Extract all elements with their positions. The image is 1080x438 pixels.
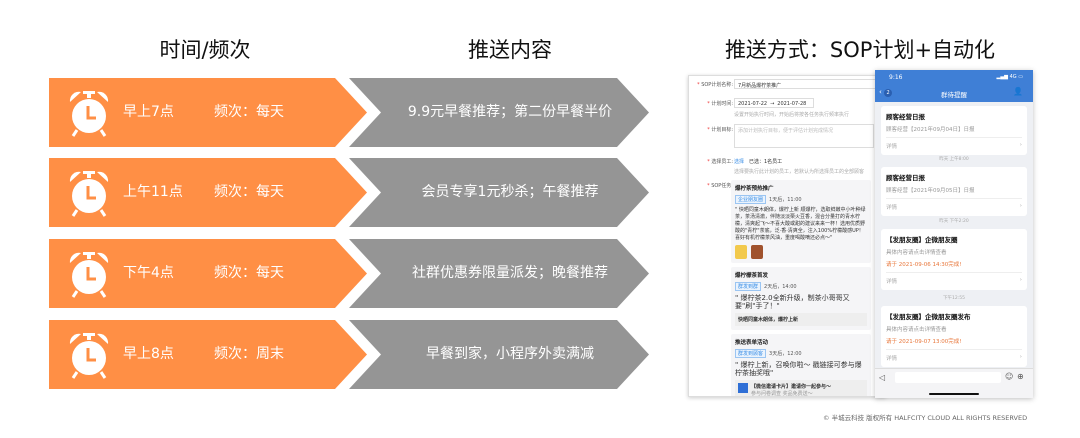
task-text: " 快晒同童木朗体，爆柠上新 顺爆柠，选取鲜嫩中小叶种绿茶，茶汤清澈，伴随淡淡栗… (735, 207, 866, 241)
date-start: 2021-07-22 (738, 101, 768, 107)
link-subtitle: 参与问卷调查 奖品免费送～ (751, 391, 813, 397)
status-time: 9:16 (889, 74, 903, 81)
push-frequency: 频次：每天 (214, 265, 284, 281)
alarm-clock-icon (69, 252, 109, 298)
task-link-card[interactable]: 快晒同童木朗体，爆柠上新 (735, 313, 867, 326)
message-card[interactable]: 顾客经营日报顾客经营【2021年09月04日】日报详情› (881, 106, 1027, 155)
task-title: 爆柠檬茶首发 (735, 273, 769, 279)
push-time: 早上7点 (123, 104, 174, 120)
link-title: 【微信邀请卡片】邀请你一起参与～ (751, 384, 832, 390)
user-icon[interactable]: 👤 (1013, 87, 1023, 96)
date-separator: → (770, 101, 775, 107)
mini-program-icon (738, 383, 748, 393)
task-link-card[interactable]: 【微信邀请卡片】邀请你一起参与～ 参与问卷调查 奖品免费送～ (735, 380, 867, 397)
chat-input-bar: ◁ ☺ ⊕ (875, 368, 1033, 398)
message-card[interactable]: 【发朋友圈】企微朋友圈具体内容请点击详情查看请于 2021-09-06 14:3… (881, 229, 1027, 290)
push-time: 上午11点 (123, 184, 183, 200)
task-time: 2天后，14:00 (764, 284, 797, 290)
plan-time-hint: 设置开始执行时间，开始后将按各任务执行频率执行 (734, 112, 850, 118)
push-time: 下午4点 (123, 265, 174, 281)
push-frequency: 频次：每天 (214, 104, 284, 120)
content-arrow (349, 320, 649, 389)
task-title: 爆柠茶预热推广 (735, 186, 774, 192)
phone-title: 群待提醒 (941, 91, 967, 99)
message-input[interactable] (895, 372, 1001, 383)
schedule-row: 早上7点 频次：每天 9.9元早餐推荐；第二份早餐半价 (49, 78, 649, 147)
status-signal: ▂▄▆ 4G ▭ (996, 74, 1023, 80)
push-time: 早上8点 (123, 346, 174, 362)
plan-time-label: 计划时间: (695, 100, 733, 107)
push-frequency: 频次：每天 (214, 184, 284, 200)
task-title: 推送表单活动 (735, 340, 769, 346)
task-tag: 企业朋友圈 (735, 195, 767, 204)
task-images (735, 245, 867, 259)
alarm-clock-icon (69, 91, 109, 137)
schedule-row: 下午4点 频次：每天 社群优惠券限量派发；晚餐推荐 (49, 239, 649, 308)
header-time: 时间/频次 (159, 38, 251, 62)
content-arrow (349, 78, 649, 147)
phone-header: 9:16 ▂▄▆ 4G ▭ ‹ 2 群待提醒 👤 (875, 70, 1033, 102)
staff-select-link[interactable]: 选择 (734, 159, 745, 165)
message-card[interactable]: 【发朋友圈】企微朋友圈发布具体内容请点击详情查看请于 2021-09-07 13… (881, 306, 1027, 367)
push-content: 社群优惠券限量派发；晚餐推荐 (412, 265, 608, 281)
chevron-right-icon: › (1019, 277, 1022, 283)
back-button[interactable]: ‹ 2 (879, 88, 893, 97)
push-content: 会员专享1元秒杀；午餐推荐 (421, 184, 599, 200)
voice-icon[interactable]: ◁ (879, 373, 886, 382)
message-timestamp: 昨天 下午2:20 (939, 219, 969, 224)
plan-goal-input[interactable]: 添加计划执行目标，便于评估计划完成情况 (734, 124, 874, 148)
sop-task-label: SOP任务: (695, 182, 733, 189)
message-timestamp: 昨天 上午8:00 (939, 157, 969, 162)
emoji-icon[interactable]: ☺ (1005, 372, 1014, 381)
task-text: " 爆柠上新，召唤你啦～ 戳链接可参与爆柠茶抽奖哦" (735, 361, 862, 377)
plan-goal-label: 计划目标: (695, 126, 733, 133)
task-time: 3天后，12:00 (769, 351, 802, 357)
staff-selected: 已选：1名员工 (749, 159, 783, 165)
home-indicator (929, 393, 979, 395)
chevron-right-icon: › (1019, 203, 1022, 209)
sop-plan-form: SOP计划名称: 7月新品爆柠茶推广 计划时间: 2021-07-22→2021… (688, 75, 886, 397)
staff-label: 选择员工: (695, 158, 733, 165)
message-card[interactable]: 顾客经营日报顾客经营【2021年09月05日】日报详情› (881, 167, 1027, 216)
push-content: 9.9元早餐推荐；第二份早餐半价 (407, 104, 613, 120)
phone-reminder-screen: 9:16 ▂▄▆ 4G ▭ ‹ 2 群待提醒 👤 顾客经营日报顾客经营【2021… (875, 70, 1033, 398)
alarm-clock-icon (69, 333, 109, 379)
alarm-clock-icon (69, 171, 109, 217)
push-content: 早餐到家，小程序外卖满减 (426, 346, 594, 362)
task-tag: 群发到顾客 (735, 349, 767, 358)
task-time: 1天后，11:00 (769, 197, 802, 203)
plus-icon[interactable]: ⊕ (1017, 372, 1024, 381)
date-end: 2021-07-28 (777, 101, 807, 107)
message-timestamp: 下午12:55 (943, 296, 965, 301)
task-text: " 爆柠茶2.0全新升级，制茶小哥哥又要"刷"手了！" (735, 294, 850, 310)
header-content: 推送内容 (468, 38, 552, 62)
schedule-row: 早上8点 频次：周末 早餐到家，小程序外卖满减 (49, 320, 649, 389)
content-arrow (349, 158, 649, 227)
task-tag: 群发到群 (735, 282, 762, 291)
plan-date-range[interactable]: 2021-07-22→2021-07-28 (734, 98, 814, 108)
schedule-row: 上午11点 频次：每天 会员专享1元秒杀；午餐推荐 (49, 158, 649, 227)
sop-name-label: SOP计划名称: (695, 81, 733, 88)
chevron-right-icon: › (1019, 142, 1022, 148)
content-arrow (349, 239, 649, 308)
sop-name-input[interactable]: 7月新品爆柠茶推广 (734, 79, 884, 89)
header-method: 推送方式：SOP计划+自动化 (724, 38, 996, 62)
copyright-footer: © 半城云科技 版权所有 HALFCITY CLOUD ALL RIGHTS R… (823, 414, 1028, 422)
chevron-right-icon: › (1019, 354, 1022, 360)
staff-hint: 选择要执行此计划的员工，若默认为所选择员工的全部顾客 (734, 169, 865, 175)
push-frequency: 频次：周末 (214, 346, 284, 362)
